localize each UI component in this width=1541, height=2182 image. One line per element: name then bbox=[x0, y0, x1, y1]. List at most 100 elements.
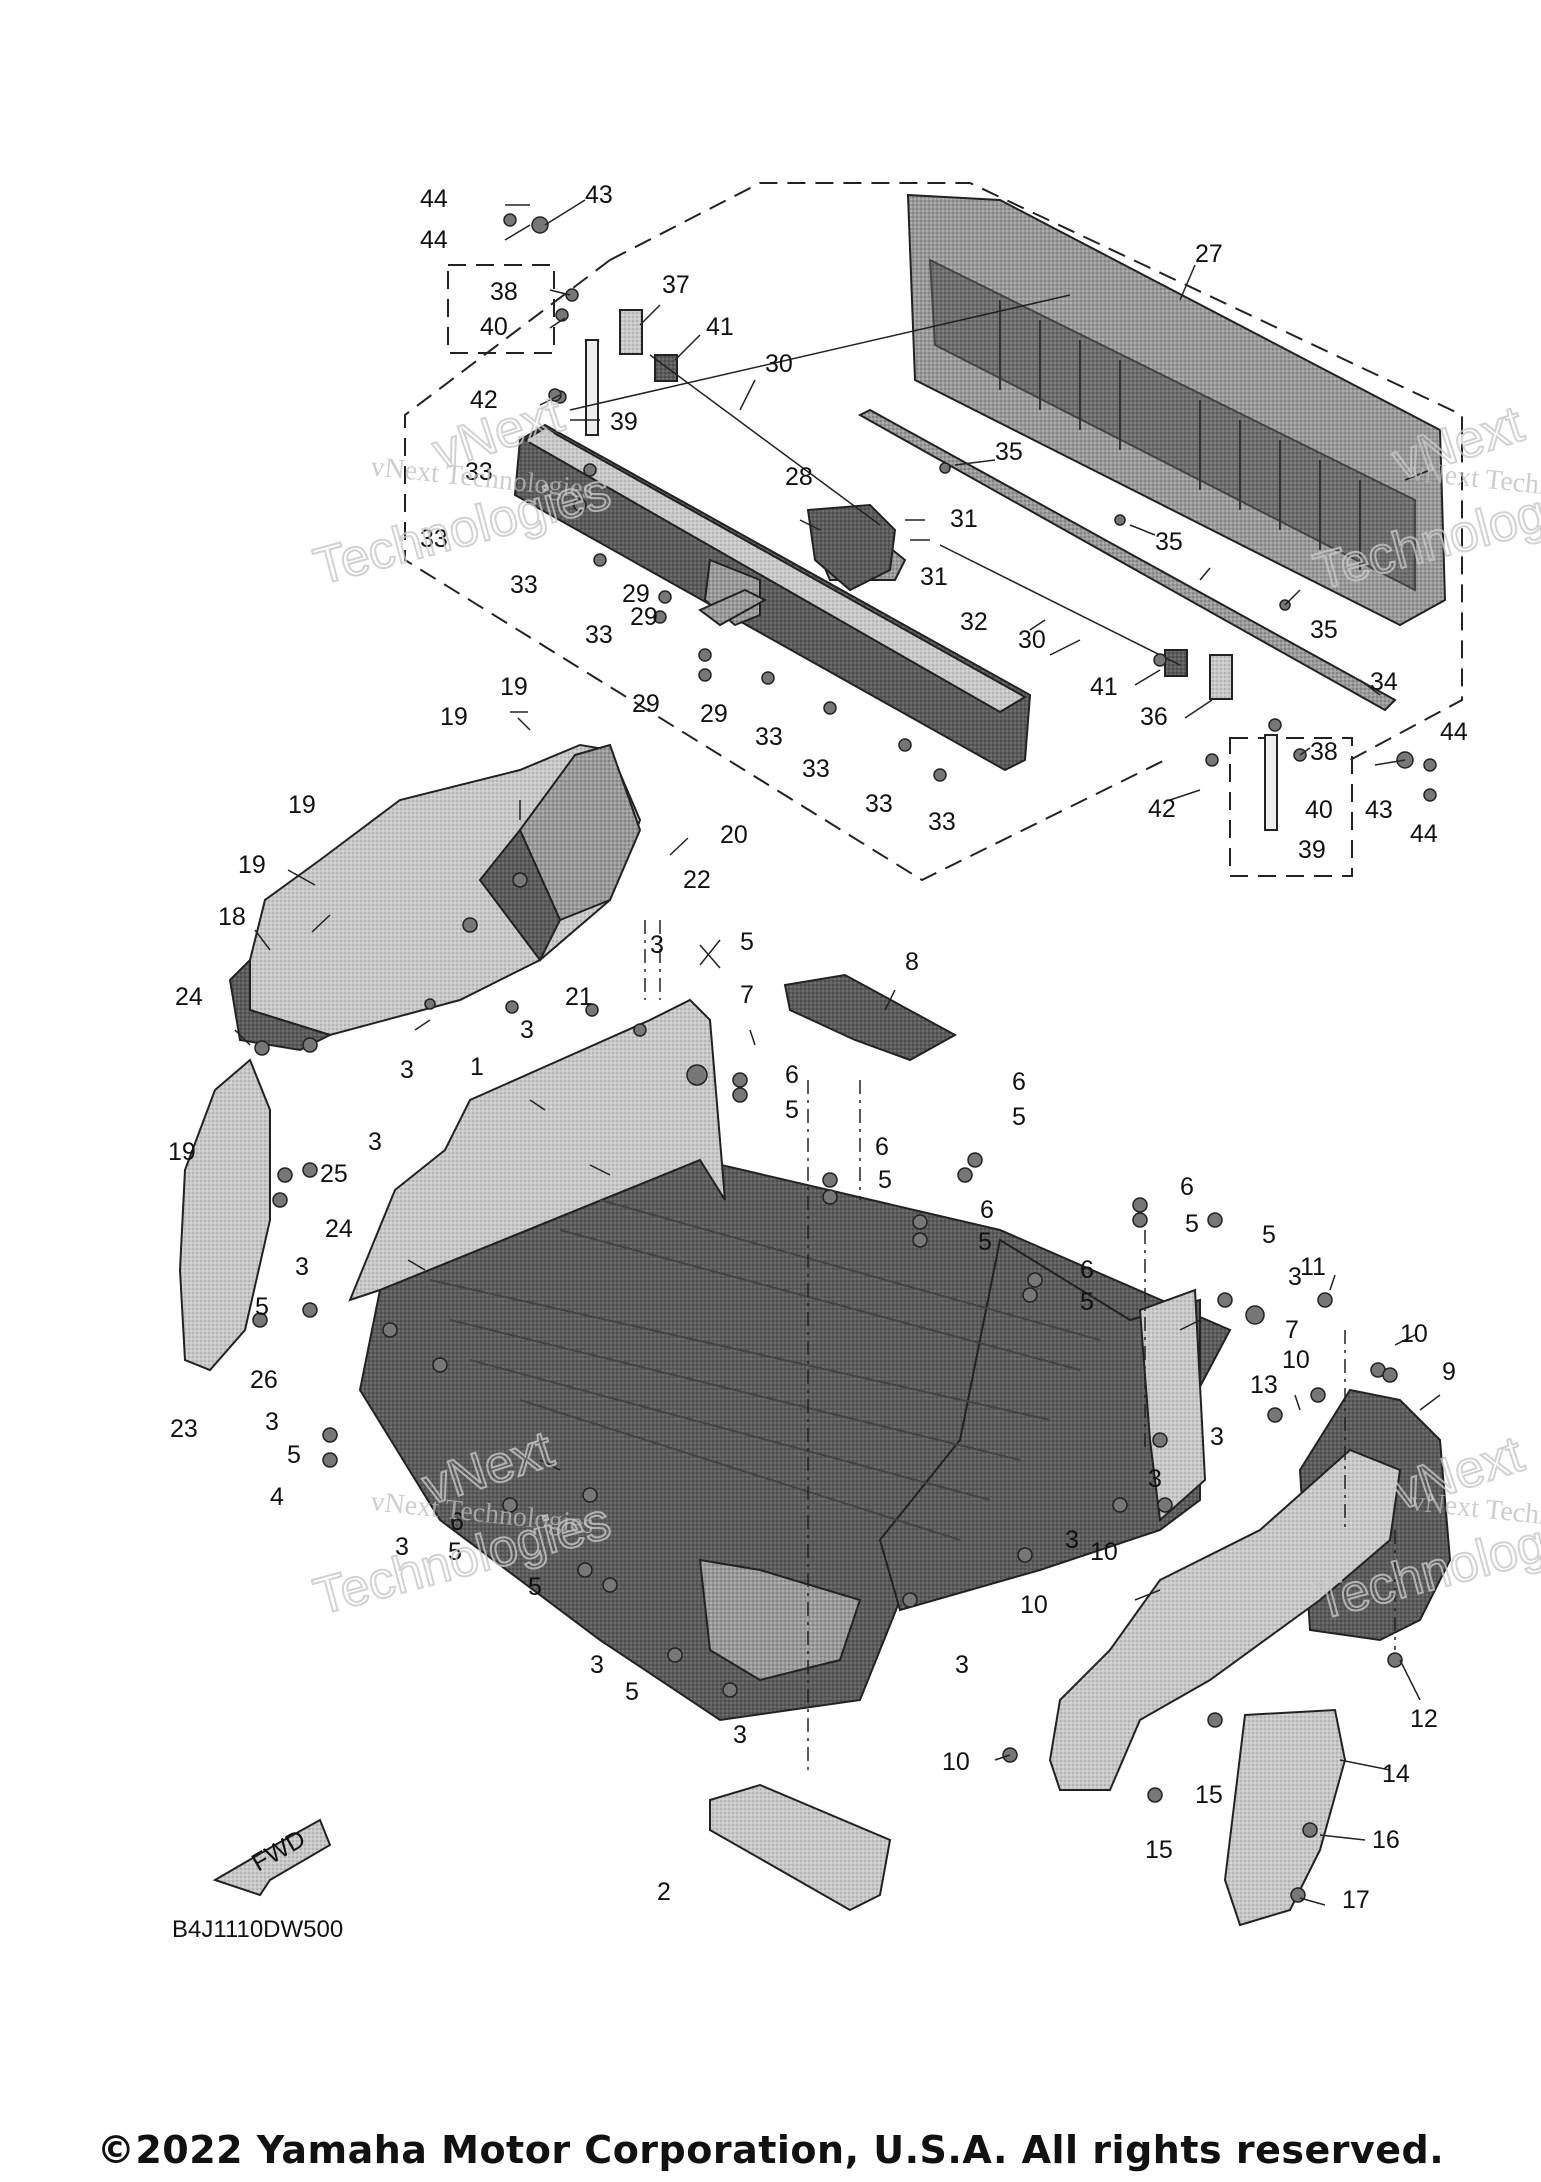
fwd-arrow: FWD bbox=[212, 1818, 332, 1897]
callout-3: 3 bbox=[368, 1128, 382, 1156]
guide-lines bbox=[644, 920, 1396, 1775]
callout-5: 5 bbox=[740, 928, 754, 956]
copyright-notice: ©2022 Yamaha Motor Corporation, U.S.A. A… bbox=[96, 2128, 1445, 2172]
callout-3: 3 bbox=[1210, 1423, 1224, 1451]
callout-24: 24 bbox=[175, 983, 203, 1011]
callout-5: 5 bbox=[1185, 1210, 1199, 1238]
callout-6: 6 bbox=[785, 1061, 799, 1089]
callout-33: 33 bbox=[585, 621, 613, 649]
callout-33: 33 bbox=[510, 571, 538, 599]
tailgate-panel bbox=[906, 193, 1447, 627]
callout-10: 10 bbox=[1090, 1538, 1118, 1566]
callout-29: 29 bbox=[630, 603, 658, 631]
fasteners bbox=[252, 213, 1437, 1903]
left-hinge bbox=[585, 309, 678, 436]
callout-42: 42 bbox=[1148, 795, 1176, 823]
callout-12: 12 bbox=[1410, 1705, 1438, 1733]
callout-3: 3 bbox=[395, 1533, 409, 1561]
callout-27: 27 bbox=[1195, 240, 1223, 268]
bed-skid-plate bbox=[783, 973, 958, 1062]
callout-19: 19 bbox=[288, 791, 316, 819]
callout-5: 5 bbox=[287, 1441, 301, 1469]
callout-32: 32 bbox=[960, 608, 988, 636]
callout-5: 5 bbox=[785, 1096, 799, 1124]
callout-44: 44 bbox=[1440, 718, 1468, 746]
right-hinge bbox=[1164, 649, 1278, 831]
callout-3: 3 bbox=[650, 931, 664, 959]
callout-21: 21 bbox=[565, 983, 593, 1011]
callout-4: 4 bbox=[270, 1483, 284, 1511]
callout-40: 40 bbox=[480, 313, 508, 341]
callout-38: 38 bbox=[490, 278, 518, 306]
callout-11: 11 bbox=[1300, 1253, 1326, 1281]
right-bed-rail bbox=[1048, 1448, 1402, 1791]
callout-6: 6 bbox=[1180, 1173, 1194, 1201]
callout-29: 29 bbox=[622, 580, 650, 608]
callout-3: 3 bbox=[400, 1056, 414, 1084]
callout-33: 33 bbox=[420, 525, 448, 553]
callout-6: 6 bbox=[1080, 1256, 1094, 1284]
callout-24: 24 bbox=[325, 1215, 353, 1243]
callout-35: 35 bbox=[995, 438, 1023, 466]
tailgate-group-outline bbox=[404, 182, 1463, 882]
storage-tray bbox=[709, 1783, 892, 1912]
callout-13: 13 bbox=[1250, 1371, 1278, 1399]
callout-2: 2 bbox=[657, 1878, 671, 1906]
callout-33: 33 bbox=[755, 723, 783, 751]
latch-assembly bbox=[806, 503, 897, 592]
callout-23: 23 bbox=[170, 1415, 198, 1443]
callout-10: 10 bbox=[942, 1748, 970, 1776]
callout-33: 33 bbox=[802, 755, 830, 783]
callout-44: 44 bbox=[1410, 820, 1438, 848]
callout-6: 6 bbox=[1012, 1068, 1026, 1096]
callout-22: 22 bbox=[683, 866, 711, 894]
callout-3: 3 bbox=[295, 1253, 309, 1281]
callout-labels: 44 43 44 38 37 40 41 30 42 39 27 35 28 3… bbox=[168, 181, 1468, 1914]
callout-19: 19 bbox=[168, 1138, 196, 1166]
callout-3: 3 bbox=[1065, 1526, 1079, 1554]
callout-5: 5 bbox=[878, 1166, 892, 1194]
callout-15: 15 bbox=[1195, 1781, 1223, 1809]
callout-17: 17 bbox=[1342, 1886, 1370, 1914]
tailgate-rod bbox=[857, 408, 1397, 712]
callout-40: 40 bbox=[1305, 796, 1333, 824]
callout-5: 5 bbox=[255, 1293, 269, 1321]
callout-29: 29 bbox=[700, 700, 728, 728]
callout-41: 41 bbox=[1090, 673, 1118, 701]
callout-35: 35 bbox=[1310, 616, 1338, 644]
callout-6: 6 bbox=[875, 1133, 889, 1161]
callout-28: 28 bbox=[785, 463, 813, 491]
callout-10: 10 bbox=[1282, 1346, 1310, 1374]
callout-31: 31 bbox=[920, 563, 948, 591]
callout-5: 5 bbox=[448, 1538, 462, 1566]
callout-38: 38 bbox=[1310, 738, 1338, 766]
callout-20: 20 bbox=[720, 821, 748, 849]
callout-5: 5 bbox=[528, 1573, 542, 1601]
callout-26: 26 bbox=[250, 1366, 278, 1394]
callout-34: 34 bbox=[1370, 668, 1398, 696]
callout-29: 29 bbox=[632, 690, 660, 718]
callout-43: 43 bbox=[585, 181, 613, 209]
callout-7: 7 bbox=[1285, 1316, 1299, 1344]
callout-19: 19 bbox=[238, 851, 266, 879]
left-bed-rail bbox=[228, 743, 642, 1052]
callout-5: 5 bbox=[1080, 1288, 1094, 1316]
callout-3: 3 bbox=[1148, 1465, 1162, 1493]
left-fender bbox=[178, 1058, 271, 1372]
leader-lines bbox=[234, 199, 1441, 1906]
callout-5: 5 bbox=[1262, 1221, 1276, 1249]
callout-19: 19 bbox=[500, 673, 528, 701]
callout-19: 19 bbox=[440, 703, 468, 731]
callout-3: 3 bbox=[955, 1651, 969, 1679]
diagram-code: B4J1110DW500 bbox=[172, 1916, 343, 1943]
callout-14: 14 bbox=[1382, 1760, 1410, 1788]
callout-33: 33 bbox=[865, 790, 893, 818]
callout-3: 3 bbox=[520, 1016, 534, 1044]
callout-25: 25 bbox=[320, 1160, 348, 1188]
callout-9: 9 bbox=[1442, 1358, 1456, 1386]
callout-6: 6 bbox=[980, 1196, 994, 1224]
callout-6: 6 bbox=[450, 1508, 464, 1536]
callout-30: 30 bbox=[765, 350, 793, 378]
latch-cables bbox=[569, 294, 1181, 666]
